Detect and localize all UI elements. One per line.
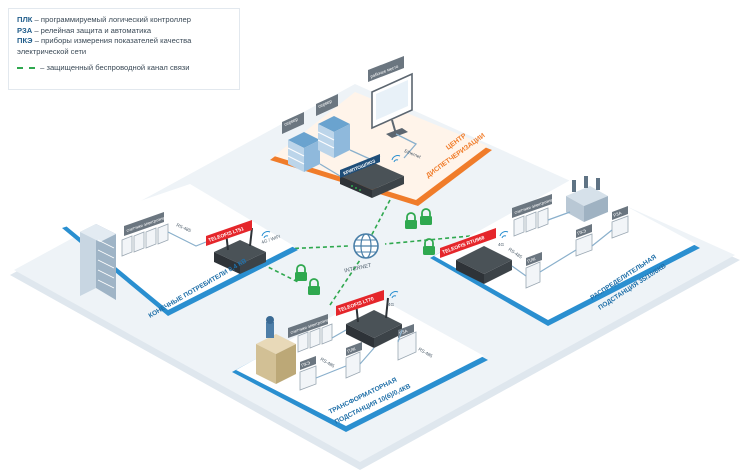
transformer-zone: счетчики электроэнергии TELEOFIS LT70 4G… bbox=[232, 290, 488, 432]
legend: ПЛК – программируемый логический контрол… bbox=[8, 8, 240, 90]
lock-icon bbox=[295, 264, 307, 281]
consumers-iface-1: RS-485 bbox=[176, 222, 193, 233]
legend-row-pke-2: электрической сети bbox=[17, 47, 231, 58]
legend-abbr-rza: РЗА bbox=[17, 25, 33, 35]
meter-icon bbox=[121, 223, 169, 257]
server-label-1: сервер bbox=[283, 116, 299, 127]
wifi-icon bbox=[389, 291, 399, 299]
server-label-tag: сервер bbox=[316, 94, 338, 116]
server-label-tag: сервер bbox=[282, 112, 304, 134]
globe-icon bbox=[353, 233, 379, 259]
lock-icon bbox=[308, 278, 320, 295]
legend-text-rza: – релейная защита и автоматика bbox=[34, 25, 152, 35]
legend-row-plc: ПЛК – программируемый логический контрол… bbox=[17, 15, 231, 26]
wifi-icon bbox=[261, 231, 271, 239]
pke-label-tag: ПКЭ bbox=[576, 224, 592, 238]
legend-row-pke: ПКЭ – приборы измерения показателей каче… bbox=[17, 36, 231, 47]
legend-text-pke-2: электрической сети bbox=[17, 46, 87, 56]
router-rtu968 bbox=[456, 246, 512, 284]
transformer-plc-label: ПЛК bbox=[347, 346, 357, 354]
distribution-platform bbox=[434, 178, 696, 320]
server-rack bbox=[287, 132, 320, 172]
dashed-line-icon bbox=[17, 67, 35, 69]
monitor-icon bbox=[371, 72, 413, 138]
legend-row-channel: – защищенный беспроводной канал связи bbox=[17, 63, 231, 74]
base-platform-top bbox=[14, 84, 735, 462]
meter-icon bbox=[513, 207, 549, 237]
dispatch-center: сервер сервер рабочее место Ethernet bbox=[270, 56, 492, 206]
lock-icon bbox=[423, 238, 435, 255]
router-lt51 bbox=[214, 227, 266, 274]
rza-icon bbox=[611, 215, 629, 239]
router-lt70 bbox=[346, 297, 402, 348]
switchgear-icon bbox=[566, 176, 608, 222]
distribution-pke-label: ПКЭ bbox=[577, 228, 587, 236]
wifi-icon bbox=[391, 155, 401, 163]
legend-text-plc: – программируемый логический контроллер bbox=[34, 15, 191, 24]
distribution-iface-2: 4G bbox=[498, 242, 505, 247]
plc-label-tag: ПЛК bbox=[346, 342, 362, 356]
rza-icon bbox=[397, 331, 417, 361]
internet-label: INTERNET bbox=[344, 263, 373, 275]
legend-text-pke-1: – приборы измерения показателей качества bbox=[34, 36, 192, 45]
transformer-pke-label: ПКЭ bbox=[301, 360, 311, 368]
pke-label-tag: ПКЭ bbox=[300, 356, 316, 370]
distribution-plc-label: ПЛК bbox=[527, 256, 537, 264]
building-icon bbox=[80, 224, 116, 300]
server-label-2: сервер bbox=[317, 98, 333, 109]
legend-row-rza: РЗА – релейная защита и автоматика bbox=[17, 26, 231, 37]
consumers-iface-2: 4G / WIFI bbox=[261, 234, 281, 245]
transformer-iface-3: 4G bbox=[388, 302, 395, 307]
monitor-label-tag: рабочее место bbox=[368, 56, 404, 82]
meter-icon bbox=[297, 323, 333, 353]
rza-label-tag: РЗА bbox=[612, 206, 628, 220]
plc-icon bbox=[345, 351, 361, 379]
server-rack bbox=[317, 116, 350, 158]
legend-text-channel: – защищенный беспроводной канал связи bbox=[40, 63, 190, 72]
center-platform bbox=[274, 92, 488, 200]
link-transformer-internet bbox=[329, 259, 361, 306]
legend-abbr-pke: ПКЭ bbox=[17, 36, 33, 45]
plc-label-tag: ПЛК bbox=[526, 252, 542, 266]
legend-abbr-plc: ПЛК bbox=[17, 15, 33, 24]
distribution-rza-label: РЗА bbox=[613, 210, 623, 218]
wifi-icon bbox=[499, 231, 509, 239]
pke-icon bbox=[299, 365, 317, 391]
transformer-rza-label: РЗА bbox=[399, 328, 409, 336]
plc-icon bbox=[525, 261, 541, 289]
consumers-platform bbox=[66, 184, 294, 310]
link-center-internet bbox=[367, 199, 391, 243]
substation-icon bbox=[256, 316, 296, 384]
rza-label-tag: РЗА bbox=[398, 324, 414, 338]
ethernet-label: Ethernet bbox=[404, 148, 423, 159]
lock-icon bbox=[420, 208, 432, 225]
lock-icon bbox=[405, 212, 417, 229]
